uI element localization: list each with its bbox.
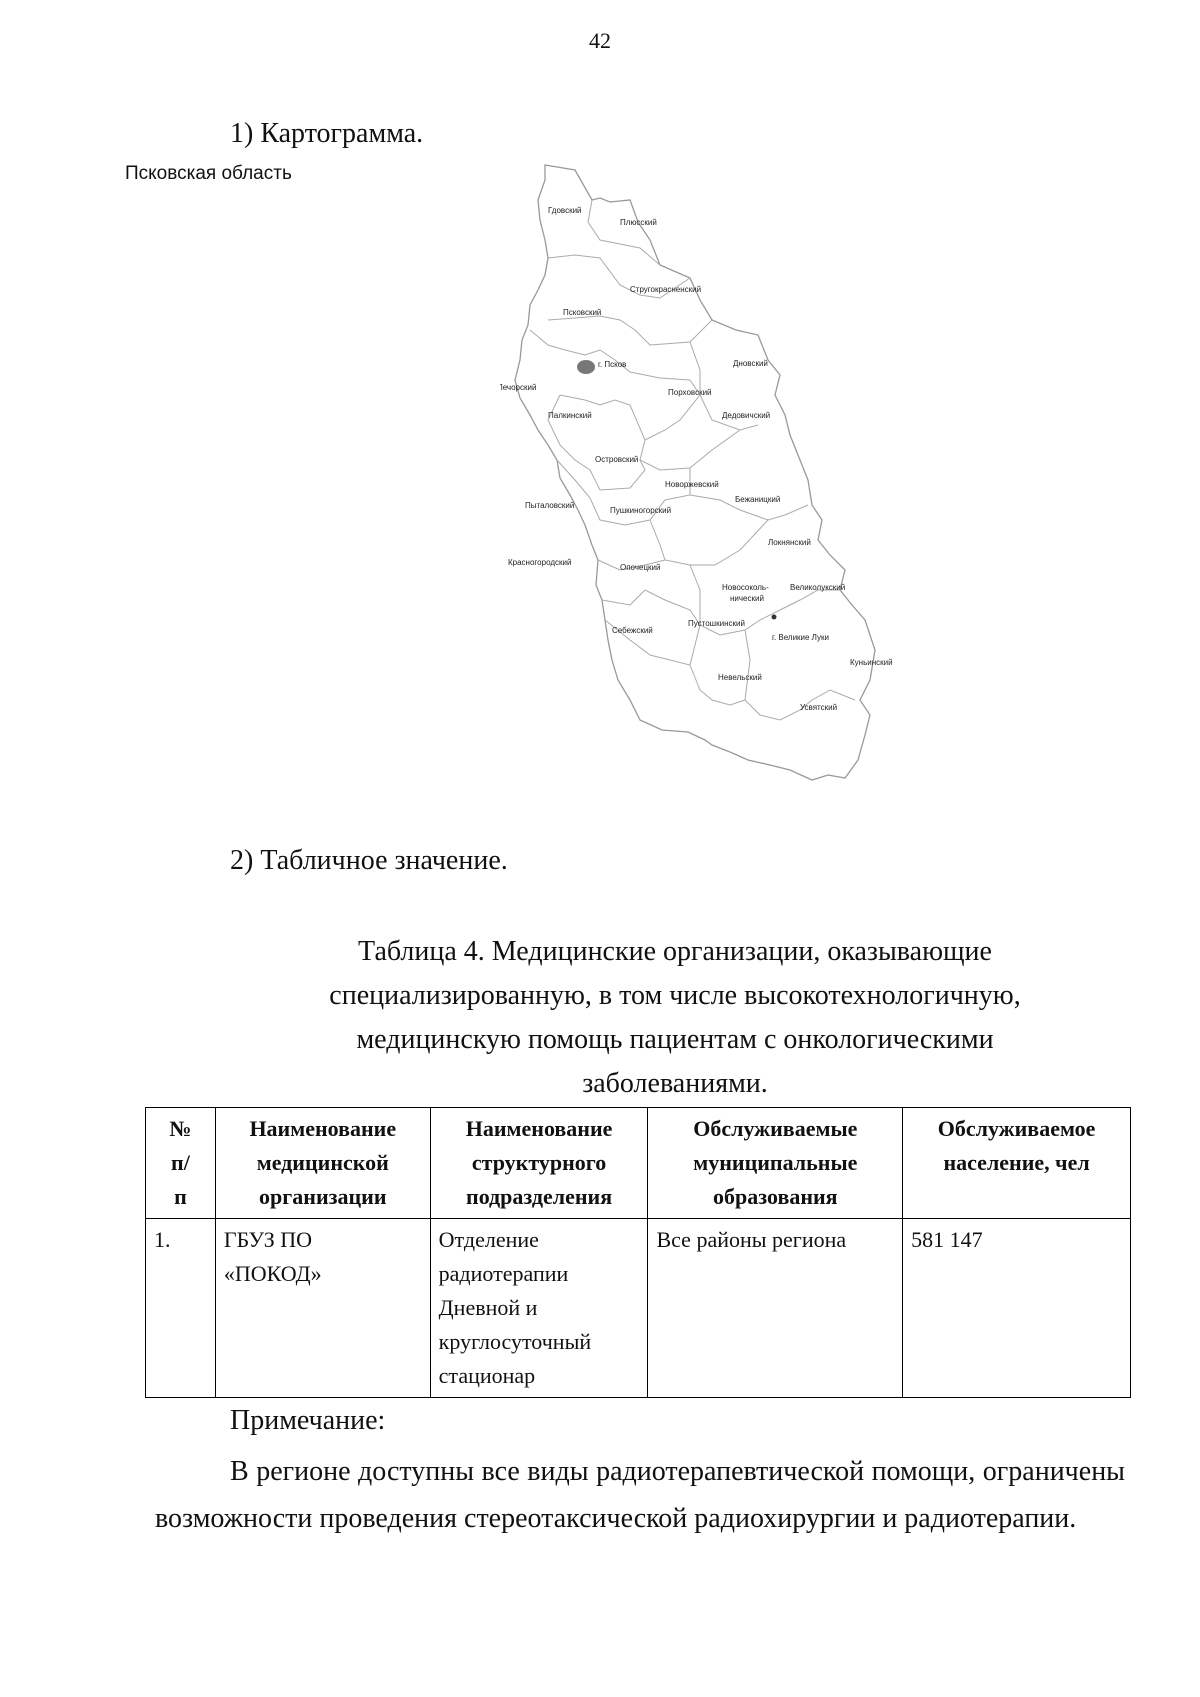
label-usvyatsky: Усвятский <box>800 703 837 712</box>
table-caption-line: специализированную, в том числе высокоте… <box>329 980 1021 1011</box>
label-velikoluksky: Великолукский <box>790 583 845 592</box>
note-text: В регионе доступны все виды радиотерапев… <box>155 1456 1125 1534</box>
label-krasnogorodsky: Красногородский <box>508 558 571 567</box>
label-nevelsky: Невельский <box>718 673 762 682</box>
label-plyussky: Плюсский <box>620 218 657 227</box>
header-unit: Наименование структурного подразделения <box>429 1107 649 1219</box>
label-sebezhsky: Себежский <box>612 626 653 635</box>
label-ostrovsky: Островский <box>595 455 638 464</box>
cell-organization: ГБУЗ ПО «ПОКОД» <box>214 1218 431 1398</box>
label-g-velikie-luki: г. Великие Луки <box>772 633 829 642</box>
label-kunyinsky: Куньинский <box>850 658 893 667</box>
label-dedovichsky: Дедовичский <box>722 411 770 420</box>
table-header-row: № п/ п Наименование медицинской организа… <box>145 1107 1131 1219</box>
label-loknyansky: Локнянский <box>768 538 811 547</box>
region-map: Гдовский Плюсский Стругокрасненский Пско… <box>500 164 893 781</box>
cell-population: 581 147 <box>902 1218 1131 1398</box>
label-novosokolnichesky-2: нический <box>730 594 764 603</box>
label-palkinsky: Палкинский <box>548 411 592 420</box>
table-caption-line: медицинскую помощь пациентам с онкологич… <box>356 1024 994 1055</box>
table-caption-line: заболеваниями. <box>582 1068 768 1099</box>
label-porkhovsky: Порховский <box>668 388 712 397</box>
label-g-pskov: г. Псков <box>598 360 626 369</box>
table-caption: Таблица 4. Медицинские организации, оказ… <box>150 930 1200 1106</box>
label-novosokolnichesky-1: Новосоколь- <box>722 583 769 592</box>
cell-municipalities: Все районы региона <box>647 1218 904 1398</box>
label-dnovsky: Дновский <box>733 359 768 368</box>
label-pytalovsky: Пыталовский <box>525 501 574 510</box>
map-title: Псковская область <box>125 163 292 184</box>
label-gdovsky: Гдовский <box>548 206 582 215</box>
label-strugokrasnensky: Стругокрасненский <box>630 285 701 294</box>
note-label: Примечание: <box>230 1405 386 1436</box>
table-caption-line: Таблица 4. Медицинские организации, оказ… <box>358 936 992 967</box>
header-number: № п/ п <box>145 1107 216 1219</box>
velikie-luki-city-marker <box>771 614 777 620</box>
page-number: 42 <box>589 28 611 53</box>
label-novorzhevsky: Новоржевский <box>665 480 719 489</box>
label-bezhanitsky: Бежаницкий <box>735 495 780 504</box>
region-outline <box>514 164 876 781</box>
cell-unit: Отделение радиотерапии Дневной и круглос… <box>429 1218 649 1398</box>
label-pushkinogorsky: Пушкиногорский <box>610 506 671 515</box>
label-pskovsky: Псковский <box>563 308 601 317</box>
header-municipalities: Обслуживаемые муниципальные образования <box>647 1107 904 1219</box>
pskov-city-marker <box>577 360 595 374</box>
cell-number: 1. <box>145 1218 216 1398</box>
header-organization: Наименование медицинской организации <box>214 1107 431 1219</box>
section-heading-cartogram: 1) Картограмма. <box>230 118 424 149</box>
district-boundaries <box>529 199 856 721</box>
label-opochetsky: Опочецкий <box>620 563 660 572</box>
table-row: 1. ГБУЗ ПО «ПОКОД» Отделение радиотерапи… <box>145 1218 1131 1398</box>
label-pustoshkinsky: Пустошкинский <box>688 619 745 628</box>
medical-organizations-table: № п/ п Наименование медицинской организа… <box>145 1107 1131 1398</box>
section-heading-table: 2) Табличное значение. <box>230 845 508 876</box>
header-population: Обслуживаемое население, чел <box>902 1107 1131 1219</box>
label-pechorsky: Печорский <box>500 383 536 392</box>
